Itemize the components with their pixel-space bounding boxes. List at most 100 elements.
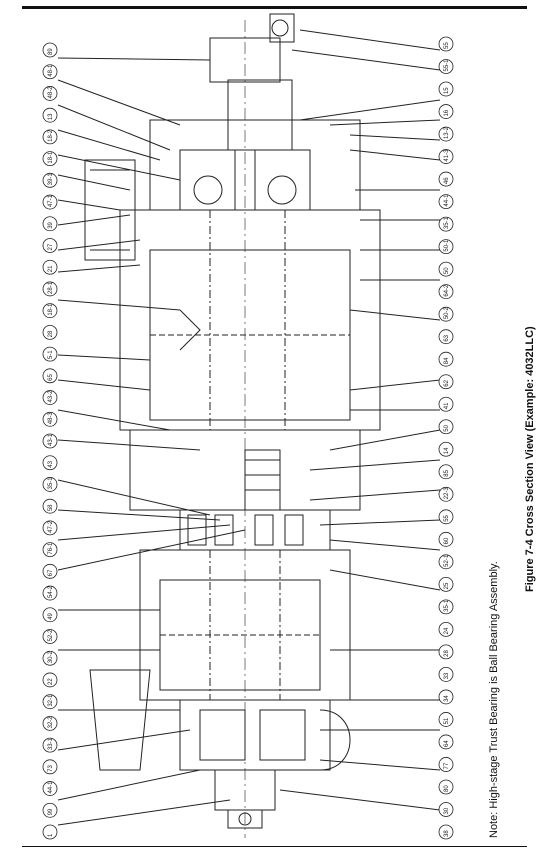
callout-balloon xyxy=(42,433,58,449)
left-callout-label: 54-2 xyxy=(48,585,54,598)
left-callout-label: 18-2 xyxy=(48,129,54,142)
footer-rule xyxy=(22,846,527,847)
callout-balloon xyxy=(438,757,454,772)
callout-balloon xyxy=(438,554,454,570)
callout-balloon xyxy=(42,824,58,840)
compressor-cross-section-drawing: 8948-148-21318-218-139-147-139272128-118… xyxy=(42,13,454,840)
callout-balloon xyxy=(438,239,454,255)
callout-balloon xyxy=(42,759,58,775)
right-callout-label: 44-1 xyxy=(444,194,450,207)
callout-balloon xyxy=(42,672,58,688)
right-callout-label: 64 xyxy=(444,740,450,747)
left-callout-label: 73 xyxy=(48,764,54,771)
right-callout-label: 64-2 xyxy=(444,284,450,297)
callout-balloon xyxy=(42,238,58,253)
right-callout-label: 41-3 xyxy=(444,149,450,162)
callouts-left: 8948-148-21318-218-139-147-139272128-118… xyxy=(42,42,58,840)
right-callout-label: 50-1 xyxy=(444,239,450,252)
callout-balloon xyxy=(42,520,58,536)
callout-balloon xyxy=(438,306,454,322)
callout-balloon xyxy=(438,351,454,367)
callout-balloon xyxy=(438,779,454,795)
callout-balloon xyxy=(438,531,454,547)
right-callout-label: 35-1 xyxy=(444,599,450,612)
left-callout-label: 32-1 xyxy=(48,694,54,707)
callout-balloon xyxy=(438,599,454,615)
callout-balloon xyxy=(42,281,58,297)
callout-balloon xyxy=(42,42,58,58)
right-callout-label: 80 xyxy=(444,785,450,792)
callout-balloon xyxy=(42,585,58,601)
left-callout-label: 1 xyxy=(48,833,54,837)
left-callout-label: 33-1 xyxy=(48,737,54,750)
callout-balloon xyxy=(438,104,454,119)
left-callout-label: 13 xyxy=(48,113,54,120)
callout-balloon xyxy=(42,303,58,319)
callouts-right: 5555-1151613-241-34644-135-150-15064-250… xyxy=(438,36,454,840)
callout-balloon xyxy=(42,129,58,145)
right-callout-label: 41 xyxy=(444,402,450,409)
left-callout-label: 67 xyxy=(48,569,54,576)
callout-balloon xyxy=(42,477,58,492)
left-callout-label: 30-2 xyxy=(48,651,54,664)
right-callout-label: 84 xyxy=(444,357,450,364)
callout-balloon xyxy=(42,368,58,384)
left-callout-label: 58 xyxy=(48,504,54,511)
callout-balloon xyxy=(42,324,58,340)
right-callout-label: 30 xyxy=(444,807,450,814)
callout-balloon xyxy=(438,644,454,660)
callout-balloon xyxy=(42,151,58,167)
callout-balloon xyxy=(42,542,58,558)
left-callout-label: 5-1 xyxy=(48,350,54,359)
callout-balloon xyxy=(42,390,58,405)
callout-balloon xyxy=(42,629,58,644)
left-callout-label: 89 xyxy=(48,48,54,55)
callout-balloon xyxy=(438,621,454,637)
callout-balloon xyxy=(438,824,454,840)
left-callout-label: 21 xyxy=(48,265,54,272)
callout-balloon xyxy=(42,346,58,362)
right-callout-label: 63 xyxy=(444,334,450,341)
right-callout-label: 55 xyxy=(444,514,450,521)
right-callout-label: 77 xyxy=(444,762,450,769)
callout-balloon xyxy=(438,194,454,210)
callout-balloon xyxy=(438,802,454,817)
callout-balloon xyxy=(438,216,454,232)
right-callout-label: 60 xyxy=(444,537,450,544)
left-callout-label: 65 xyxy=(48,373,54,380)
right-callout-label: 34 xyxy=(444,695,450,702)
left-callout-label: 99 xyxy=(48,808,54,815)
callout-balloon xyxy=(438,171,454,187)
callout-balloon xyxy=(42,86,58,101)
left-callout-label: 43-1 xyxy=(48,433,54,446)
right-callout-label: 13-2 xyxy=(444,126,450,139)
left-callout-label: 18-1 xyxy=(48,151,54,164)
right-callout-label: 16 xyxy=(444,109,450,116)
callout-balloon xyxy=(42,694,58,710)
right-callout-label: 55 xyxy=(444,42,450,49)
callout-balloon xyxy=(438,667,454,682)
callout-balloon xyxy=(438,689,454,705)
right-callout-label: 46 xyxy=(444,177,450,184)
callout-balloon xyxy=(42,498,58,514)
left-callout-label: 27 xyxy=(48,243,54,250)
callout-balloon xyxy=(438,576,454,592)
left-callout-label: 43 xyxy=(48,460,54,467)
right-callout-label: 85 xyxy=(444,469,450,476)
callout-balloon xyxy=(42,563,58,579)
callout-balloon xyxy=(438,509,454,525)
right-callout-label: 62 xyxy=(444,379,450,386)
left-callout-label: 35-1 xyxy=(48,477,54,490)
right-callout-label: 28 xyxy=(444,650,450,657)
right-callout-label: 14 xyxy=(444,447,450,454)
left-callout-label: 49 xyxy=(48,612,54,619)
callout-balloon xyxy=(42,781,58,796)
callout-balloon xyxy=(438,261,454,277)
callout-balloon xyxy=(42,259,58,275)
right-callout-label: 52-1 xyxy=(444,554,450,567)
left-callout-label: 44-1 xyxy=(48,781,54,794)
callout-balloon xyxy=(42,650,58,666)
callout-balloon xyxy=(42,172,58,188)
callout-balloon xyxy=(42,455,58,471)
